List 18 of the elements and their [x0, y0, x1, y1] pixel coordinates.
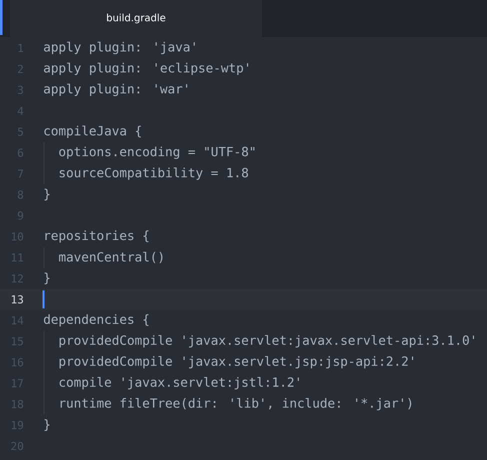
code-line: apply plugin: 'war': [44, 84, 188, 96]
node-label: build.gradle: [107, 14, 166, 24]
code-line: repositories {: [45, 230, 148, 243]
code-line: compile 'javax.servlet:jstl:1.2': [60, 377, 299, 390]
code-line: options.encoding = "UTF-8": [59, 146, 254, 159]
file-tab: build.gradle: [10, 0, 262, 37]
code-line: mavenCentral(): [59, 252, 162, 264]
code-line: }: [44, 419, 50, 431]
code-line: sourceCompatibility = 1.8: [60, 168, 248, 180]
code-line: }: [44, 188, 50, 200]
code-line: apply plugin: 'eclipse-wtp': [44, 62, 248, 76]
code-line: }: [44, 272, 50, 284]
code-line: compileJava {: [44, 126, 141, 138]
code-line: providedCompile 'javax.servlet:javax.servlet-api:3.1.0': [60, 335, 474, 348]
code-line: providedCompile 'javax.servlet.jsp:jsp-api:2.2': [60, 356, 414, 368]
code-line: dependencies {: [44, 314, 148, 326]
line-number: 13: [12, 295, 23, 304]
code-line: runtime fileTree(dir: 'lib', include: '*.jar'): [60, 398, 412, 410]
